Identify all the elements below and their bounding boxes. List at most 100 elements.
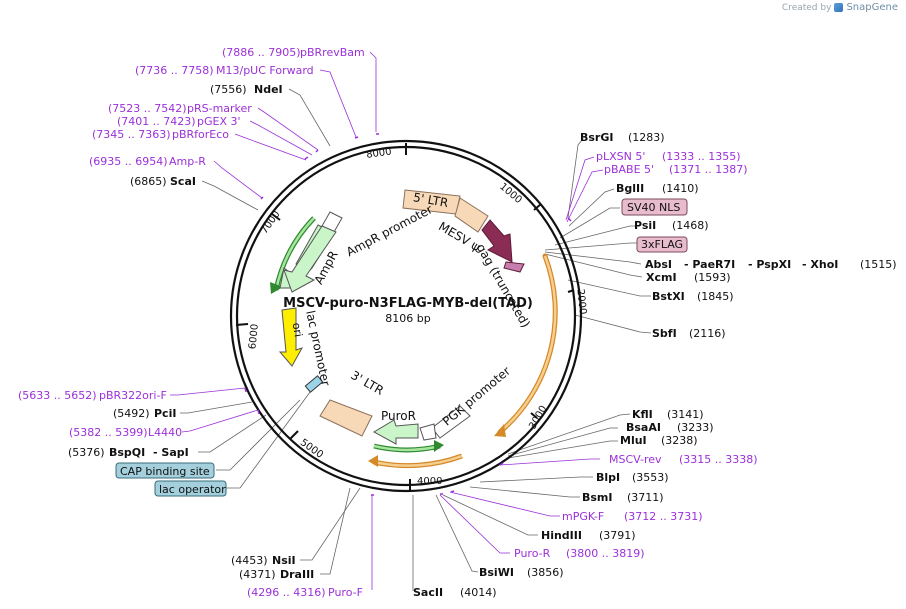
site-name: NdeI bbox=[254, 83, 283, 96]
feature-3-ltr[interactable] bbox=[319, 399, 373, 437]
site-pos: (1410) bbox=[662, 182, 699, 195]
site-pos: (3791) bbox=[599, 529, 636, 542]
site-pos: (3141) bbox=[667, 408, 704, 421]
site-label-xcmi[interactable]: XcmI (1593) bbox=[646, 271, 731, 284]
primer-label-pbrrevbam[interactable]: (7886 .. 7905) pBRrevBam bbox=[222, 46, 365, 59]
site-label-bsrgi[interactable]: BsrGI (1283) bbox=[580, 131, 665, 144]
plasmid-center: MSCV-puro-N3FLAG-MYB-del(TAD) 8106 bp bbox=[283, 296, 533, 325]
site-pos: (1845) bbox=[697, 290, 734, 303]
label-3-ltr: 3' LTR bbox=[348, 368, 386, 398]
site-label-bsmi[interactable]: BsmI (3711) bbox=[582, 491, 664, 504]
primer-label-amp-r[interactable]: (6935 .. 6954) Amp-R bbox=[89, 155, 206, 168]
primer-name: pBABE 5' bbox=[604, 163, 654, 176]
site-name: XcmI bbox=[646, 271, 677, 284]
site-name: HindIII bbox=[541, 529, 582, 542]
site-name: PciI bbox=[154, 407, 176, 420]
primer-label-mpgk-f[interactable]: mPGK-F (3712 .. 3731) bbox=[562, 510, 703, 523]
primer-pos: (7523 .. 7542) bbox=[108, 102, 187, 115]
site-label-blpi[interactable]: BlpI (3553) bbox=[596, 471, 669, 484]
primer-label-l4440[interactable]: (5382 .. 5399) L4440 bbox=[69, 426, 182, 439]
plasmid-name: MSCV-puro-N3FLAG-MYB-del(TAD) bbox=[283, 296, 533, 311]
label-pgk-promoter: PGK promoter bbox=[440, 364, 513, 429]
primer-label-pbr322ori-f[interactable]: (5633 .. 5652) pBR322ori-F bbox=[18, 389, 167, 402]
primer-name: L4440 bbox=[148, 426, 182, 439]
orf-arc-green bbox=[270, 216, 444, 453]
label-lac-promoter: lac promoter bbox=[303, 309, 333, 387]
primer-label-prs-marker[interactable]: (7523 .. 7542) pRS-marker bbox=[108, 102, 252, 115]
feature-box-cap-binding-site[interactable]: CAP binding site bbox=[115, 462, 215, 479]
site-label-bglii[interactable]: BglII (1410) bbox=[616, 182, 699, 195]
primer-label-puro-r[interactable]: Puro-R (3800 .. 3819) bbox=[514, 547, 645, 560]
site-label-bstxi[interactable]: BstXI (1845) bbox=[652, 290, 734, 303]
site-label-sbfi[interactable]: SbfI (2116) bbox=[652, 327, 726, 340]
credit-prefix: Created by bbox=[781, 2, 832, 13]
site-name: MluI bbox=[620, 434, 647, 447]
site-label-mlui[interactable]: MluI (3238) bbox=[620, 434, 698, 447]
label-ampr-promoter: AmpR promoter bbox=[344, 202, 435, 259]
tick-label-6000: 6000 bbox=[247, 323, 261, 349]
site-pos: (1468) bbox=[672, 219, 709, 232]
primer-pos: (7886 .. 7905) bbox=[222, 46, 301, 59]
primer-label-pbrforeco[interactable]: (7345 .. 7363) pBRforEco bbox=[92, 128, 229, 141]
tick-label-7000: 7000 bbox=[259, 209, 283, 236]
label-5-ltr: 5' LTR bbox=[412, 190, 449, 210]
primer-name: pBRforEco bbox=[172, 128, 229, 141]
primer-label-mscv-rev[interactable]: MSCV-rev (3315 .. 3338) bbox=[609, 453, 758, 466]
site-name: AbsI bbox=[645, 258, 672, 271]
site-pos: (1515) bbox=[860, 258, 897, 271]
feature-lac-small[interactable] bbox=[304, 375, 324, 393]
site-pos: (7556) bbox=[210, 83, 247, 96]
primer-label-pbabe[interactable]: pBABE 5' (1371 .. 1387) bbox=[604, 163, 748, 176]
site-label-hindiii[interactable]: HindIII (3791) bbox=[541, 529, 636, 542]
primer-name: pBRrevBam bbox=[300, 46, 365, 59]
feature-pgk-promoter[interactable] bbox=[431, 405, 471, 439]
tick-label-1000: 1000 bbox=[497, 181, 524, 206]
snapgene-logo-icon bbox=[834, 3, 844, 12]
orf-arc-orange bbox=[368, 253, 558, 469]
primer-name: pGEX 3' bbox=[197, 115, 241, 128]
site-alias: - PaeR7I bbox=[684, 258, 735, 271]
feature-gag[interactable] bbox=[481, 219, 513, 263]
site-label-absi[interactable]: AbsI - PaeR7I - PspXI - XhoI (1515) bbox=[645, 258, 897, 271]
feature-box-sv40-nls[interactable]: SV40 NLS bbox=[621, 198, 688, 216]
site-alias: - SapI bbox=[153, 446, 189, 459]
box-label: 3xFLAG bbox=[641, 238, 683, 251]
leader-lines bbox=[170, 51, 652, 591]
site-markers bbox=[244, 133, 572, 496]
left-labels: (7886 .. 7905) pBRrevBam (7736 .. 7758) … bbox=[18, 46, 365, 599]
site-label-psii[interactable]: PsiI (1468) bbox=[634, 219, 709, 232]
feature-box-lac-operator[interactable]: lac operator bbox=[154, 480, 227, 497]
primer-pos: (1371 .. 1387) bbox=[669, 163, 748, 176]
site-label-nsii[interactable]: (4453) NsiI bbox=[231, 554, 296, 567]
primer-pos: (7736 .. 7758) bbox=[135, 64, 214, 77]
primer-label-pgex-3[interactable]: (7401 .. 7423) pGEX 3' bbox=[117, 115, 241, 128]
box-label: CAP binding site bbox=[120, 465, 210, 478]
plasmid-length: 8106 bp bbox=[385, 312, 430, 325]
primer-name: M13/pUC Forward bbox=[216, 64, 314, 77]
primer-label-puro-f[interactable]: (4296 .. 4316) Puro-F bbox=[247, 586, 363, 599]
site-label-bsaai[interactable]: BsaAI (3233) bbox=[626, 421, 714, 434]
feature-box-3xflag[interactable]: 3xFLAG bbox=[636, 236, 688, 253]
site-label-ndei[interactable]: (7556) NdeI bbox=[210, 83, 283, 96]
site-pos: (1593) bbox=[694, 271, 731, 284]
site-label-pcii[interactable]: (5492) PciI bbox=[113, 407, 176, 420]
site-pos: (3553) bbox=[632, 471, 669, 484]
primer-label-m13-puc-forward[interactable]: (7736 .. 7758) M13/pUC Forward bbox=[135, 64, 314, 77]
tick-label-4000: 4000 bbox=[417, 476, 442, 487]
site-pos: (3711) bbox=[627, 491, 664, 504]
feature-ori[interactable] bbox=[278, 307, 304, 367]
tick-label-3000: 3000 bbox=[527, 404, 549, 432]
site-label-scai[interactable]: (6865) ScaI bbox=[130, 175, 196, 188]
primer-name: pLXSN 5' bbox=[596, 150, 645, 163]
site-label-bspqi[interactable]: (5376) BspQI - SapI bbox=[68, 446, 189, 459]
site-label-sacii[interactable]: SacII (4014) bbox=[413, 586, 497, 599]
site-alias: - PspXI bbox=[748, 258, 791, 271]
site-label-draiii[interactable]: (4371) DraIII bbox=[239, 568, 314, 581]
site-name: BglII bbox=[616, 182, 644, 195]
site-label-kfli[interactable]: KflI (3141) bbox=[632, 408, 704, 421]
site-name: BsrGI bbox=[580, 131, 613, 144]
feature-puror[interactable] bbox=[372, 419, 419, 445]
primer-label-plxsn[interactable]: pLXSN 5' (1333 .. 1355) bbox=[596, 150, 741, 163]
site-label-bsiwi[interactable]: BsiWI (3856) bbox=[479, 566, 564, 579]
label-ori: ori bbox=[290, 322, 305, 338]
